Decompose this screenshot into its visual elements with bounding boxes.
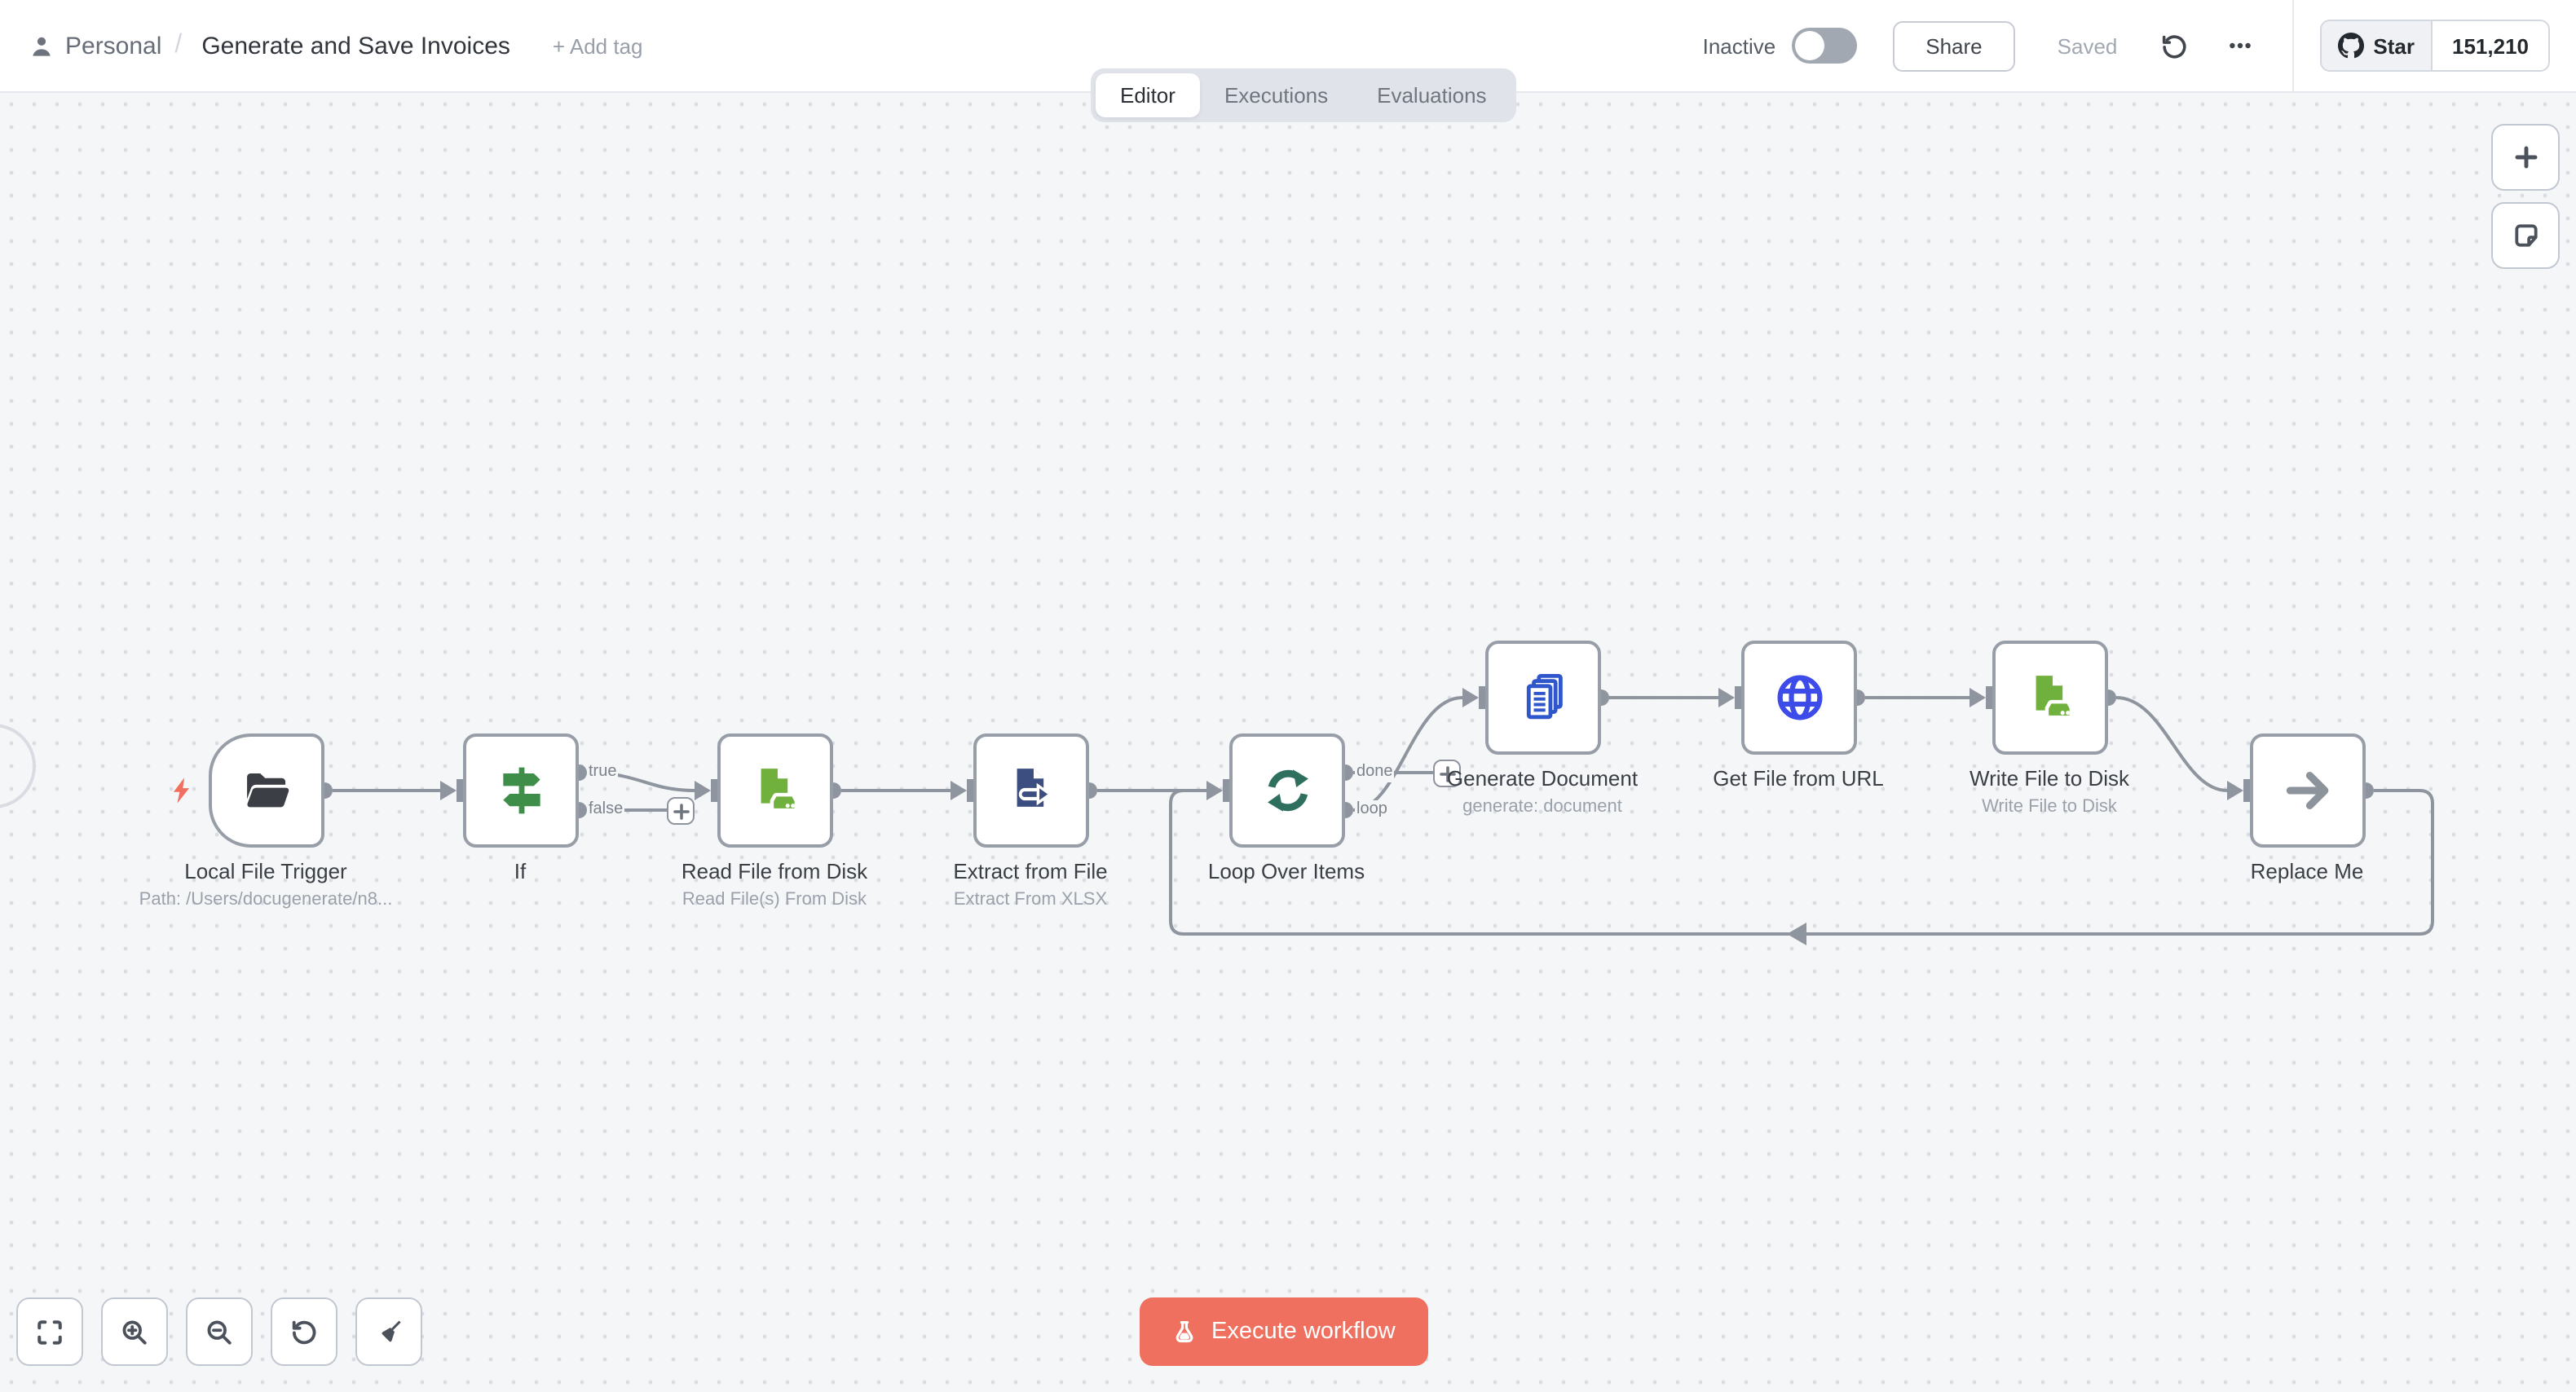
node-label-read-file: Read File from Disk Read File(s) From Di… <box>681 859 868 910</box>
arrowhead <box>951 781 967 800</box>
file-disk-icon <box>760 769 798 813</box>
arrowhead <box>2227 781 2243 800</box>
sticky-note-icon <box>2514 224 2537 247</box>
workflow-history-button[interactable] <box>2153 25 2194 66</box>
view-tabs: Editor Executions Evaluations <box>1091 68 1516 122</box>
ports-layer <box>316 686 2374 945</box>
arrowhead <box>1462 688 1479 707</box>
github-logo-icon <box>2337 33 2364 59</box>
node-label-write-file: Write File to Disk Write File to Disk <box>1969 766 2129 817</box>
tab-executions[interactable]: Executions <box>1224 83 1329 108</box>
add-node-button[interactable] <box>2491 124 2560 191</box>
header-divider <box>2291 0 2294 92</box>
node-label-replace-me: Replace Me <box>2250 859 2364 883</box>
node-label-get-file: Get File from URL <box>1713 766 1884 791</box>
node-replace-me[interactable] <box>2250 733 2366 848</box>
canvas-toolbar <box>16 1297 422 1366</box>
broom-icon <box>382 1319 401 1341</box>
github-star-segment[interactable]: Star <box>2321 21 2431 70</box>
reset-zoom-button[interactable] <box>271 1297 337 1366</box>
add-node-inline-button-false[interactable] <box>667 797 695 825</box>
node-label-extract: Extract from File Extract From XLSX <box>953 859 1108 910</box>
github-star-count: 151,210 <box>2431 21 2548 70</box>
workflow-canvas[interactable]: true false done loop Local File Trigger … <box>0 93 2576 1392</box>
plus-icon <box>673 803 689 819</box>
edge-loop-to-generate[interactable] <box>1352 696 1463 812</box>
github-star-button[interactable]: Star 151,210 <box>2319 20 2550 72</box>
workflow-title[interactable]: Generate and Save Invoices <box>201 32 510 59</box>
undo-icon <box>292 1319 316 1344</box>
node-label-if: If <box>514 859 527 883</box>
arrowhead <box>695 781 711 800</box>
flask-icon <box>1176 1320 1193 1342</box>
documents-icon <box>1525 673 1562 720</box>
node-get-file-from-url[interactable] <box>1741 641 1857 755</box>
arrowhead <box>1718 688 1735 707</box>
workflow-status-label: Inactive <box>1702 33 1776 58</box>
node-label-loop: Loop Over Items <box>1207 859 1365 883</box>
folder-open-icon <box>246 773 289 808</box>
fit-view-button[interactable] <box>16 1297 83 1366</box>
sync-icon <box>1267 769 1308 812</box>
zoom-out-icon <box>207 1319 232 1344</box>
node-extract-from-file[interactable] <box>973 733 1089 848</box>
arrowhead <box>1969 688 1986 707</box>
port-label-true: true <box>587 763 619 782</box>
port-label-false: false <box>587 800 625 820</box>
header-actions: Inactive Share Saved Star 151,210 <box>1702 0 2576 92</box>
node-label-local-file-trigger: Local File Trigger Path: /Users/docugene… <box>139 859 393 910</box>
file-export-icon <box>1016 769 1052 807</box>
node-if[interactable] <box>463 733 579 848</box>
add-sticky-note-button[interactable] <box>2491 202 2560 269</box>
node-loop-over-items[interactable] <box>1229 733 1345 848</box>
zoom-out-button[interactable] <box>186 1297 253 1366</box>
node-read-file-from-disk[interactable] <box>717 733 833 848</box>
ellipsis-icon <box>2229 42 2251 49</box>
globe-icon <box>1776 675 1822 720</box>
arrow-right-icon <box>2285 772 2328 809</box>
execute-workflow-label: Execute workflow <box>1211 1319 1396 1345</box>
plus-icon <box>1439 765 1455 782</box>
node-label-generate-document: Generate Document generate: document <box>1446 766 1639 817</box>
zoom-in-button[interactable] <box>101 1297 168 1366</box>
node-generate-document[interactable] <box>1485 641 1601 755</box>
zoom-in-icon <box>122 1319 147 1344</box>
port-label-done: done <box>1355 763 1395 782</box>
github-star-label: Star <box>2373 33 2415 58</box>
tidy-up-button[interactable] <box>355 1297 422 1366</box>
arrowhead <box>1206 781 1223 800</box>
active-toggle[interactable] <box>1792 28 1858 64</box>
arrowhead <box>440 781 457 800</box>
tab-editor[interactable]: Editor <box>1096 73 1200 117</box>
edge-write-to-replace[interactable] <box>2115 696 2228 792</box>
node-write-file-to-disk[interactable] <box>1992 641 2108 755</box>
saved-status: Saved <box>2057 33 2118 58</box>
breadcrumb: Personal / Generate and Save Invoices + … <box>0 31 643 60</box>
add-node-inline-button-done[interactable] <box>1433 760 1461 787</box>
breadcrumb-separator: / <box>174 31 183 59</box>
add-tag-button[interactable]: + Add tag <box>552 33 643 58</box>
breadcrumb-project[interactable]: Personal <box>29 32 161 59</box>
plus-icon <box>2514 146 2537 169</box>
person-icon <box>33 36 51 55</box>
file-disk-icon <box>2035 676 2073 720</box>
share-button[interactable]: Share <box>1893 20 2015 71</box>
execute-workflow-button[interactable]: Execute workflow <box>1140 1297 1428 1366</box>
history-icon <box>2162 34 2186 58</box>
fit-view-icon <box>37 1319 62 1344</box>
lightning-trigger-icon <box>173 777 190 804</box>
node-local-file-trigger[interactable] <box>209 733 324 848</box>
tab-evaluations[interactable]: Evaluations <box>1377 83 1487 108</box>
port-label-loop: loop <box>1355 800 1389 820</box>
toggle-knob <box>1795 31 1825 60</box>
more-options-button[interactable] <box>2220 26 2259 65</box>
loopback-mid-arrow <box>1787 923 1806 945</box>
breadcrumb-project-label: Personal <box>65 32 162 59</box>
signpost-icon <box>502 767 540 814</box>
